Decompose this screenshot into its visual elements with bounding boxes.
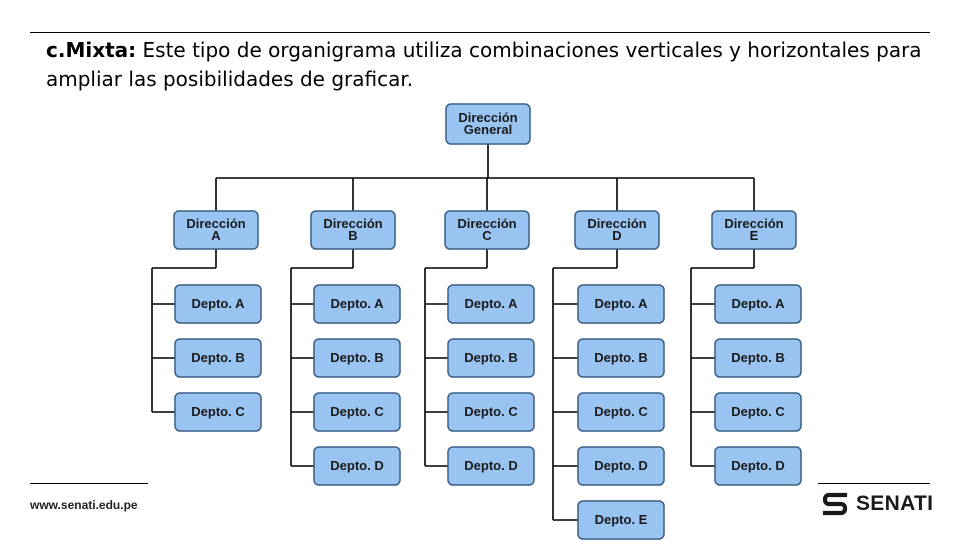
footer-url[interactable]: www.senati.edu.pe — [30, 498, 138, 512]
dept-label: Depto. A — [595, 296, 649, 311]
dept-label: Depto. C — [594, 404, 648, 419]
dept-label: Depto. B — [594, 350, 647, 365]
dept-box — [313, 338, 401, 378]
dept-label: Depto. A — [732, 296, 786, 311]
dept-box — [174, 284, 262, 324]
dept-box — [714, 446, 802, 486]
dept-label: Depto. D — [731, 458, 784, 473]
slide-lead: c.Mixta: — [46, 38, 137, 62]
dept-label: Depto. B — [731, 350, 784, 365]
dept-box — [577, 500, 665, 540]
dept-box — [714, 338, 802, 378]
dept-box — [174, 392, 262, 432]
dept-box — [447, 392, 535, 432]
dept-box — [714, 284, 802, 324]
dept-label: Depto. B — [191, 350, 244, 365]
direction-box — [173, 210, 259, 250]
slide-body: Este tipo de organigrama utiliza combina… — [46, 38, 922, 91]
dept-box — [577, 338, 665, 378]
slide-text: c.Mixta: Este tipo de organigrama utiliz… — [46, 36, 926, 94]
dept-label: Depto. A — [192, 296, 246, 311]
dept-box — [447, 284, 535, 324]
dept-label: Depto. C — [464, 404, 518, 419]
dept-box — [577, 392, 665, 432]
senati-logo: SENATI — [820, 489, 933, 519]
dept-label: Depto. D — [330, 458, 383, 473]
dept-box — [447, 446, 535, 486]
dept-box — [577, 284, 665, 324]
dept-box — [577, 446, 665, 486]
dept-box — [313, 392, 401, 432]
direction-box — [574, 210, 660, 250]
senati-brand-text: SENATI — [856, 492, 934, 515]
dept-box — [714, 392, 802, 432]
direction-box — [711, 210, 797, 250]
senati-s-logo-icon — [822, 492, 848, 516]
footer-rule-right — [818, 483, 930, 484]
direction-box — [444, 210, 530, 250]
dept-label: Depto. A — [331, 296, 385, 311]
footer-rule-left — [30, 483, 148, 484]
dept-label: Depto. C — [330, 404, 384, 419]
root-box — [445, 103, 531, 145]
dept-box — [174, 338, 262, 378]
dept-label: Depto. B — [330, 350, 383, 365]
dept-label: Depto. E — [595, 512, 648, 527]
dept-box — [313, 446, 401, 486]
dept-label: Depto. C — [731, 404, 785, 419]
dept-label: Depto. D — [594, 458, 647, 473]
dept-label: Depto. C — [191, 404, 245, 419]
top-rule — [30, 32, 930, 33]
dept-label: Depto. B — [464, 350, 517, 365]
dept-label: Depto. A — [465, 296, 519, 311]
direction-box — [310, 210, 396, 250]
dept-box — [313, 284, 401, 324]
dept-box — [447, 338, 535, 378]
dept-label: Depto. D — [464, 458, 517, 473]
